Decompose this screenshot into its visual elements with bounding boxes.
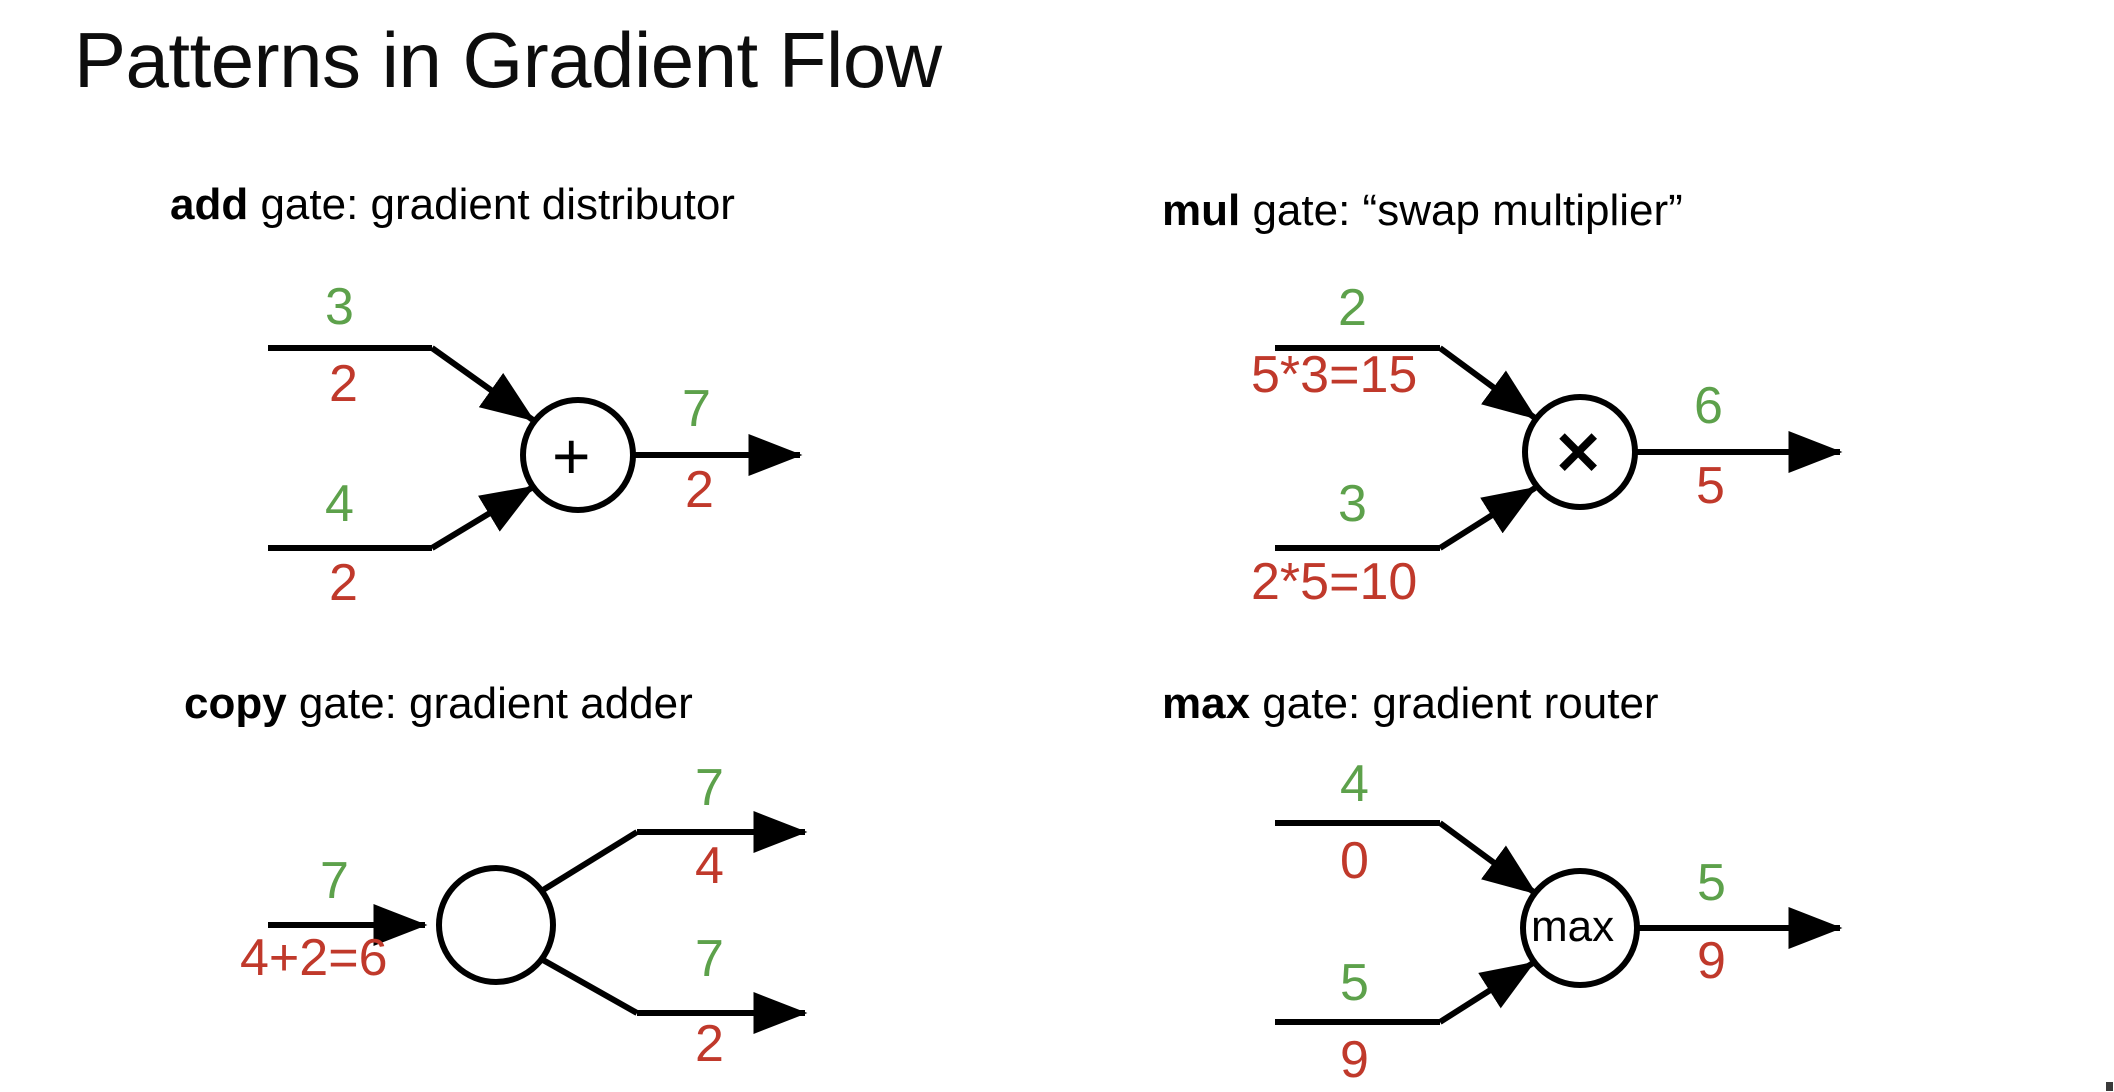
- panel-heading-mul-bold: mul: [1162, 186, 1241, 235]
- max-output-gradient-value: 9: [1697, 932, 1726, 990]
- copy-input-gradient-value: 4+2=6: [240, 929, 388, 987]
- panel-heading-max-rest: gate: gradient router: [1250, 679, 1659, 728]
- panel-heading-max: max gate: gradient router: [1162, 679, 1659, 730]
- max-gate-symbol: max: [1531, 902, 1615, 951]
- add-output-gradient-value: 2: [685, 461, 714, 519]
- add-input1-forward-value: 3: [325, 278, 354, 336]
- copy-output1-gradient-value: 4: [695, 837, 724, 895]
- mul-input2-forward-value: 3: [1338, 475, 1367, 533]
- copy-output1-diagonal: [541, 829, 639, 893]
- page-title: Patterns in Gradient Flow: [74, 16, 942, 104]
- mul-input1-gradient-value: 5*3=15: [1251, 346, 1418, 404]
- mul-output-gradient-value: 5: [1696, 457, 1725, 515]
- panel-heading-add-rest: gate: gradient distributor: [248, 180, 735, 229]
- mul-output-forward-value: 6: [1694, 377, 1723, 435]
- corner-artifact: [2106, 1082, 2113, 1091]
- panel-heading-copy-bold: copy: [184, 679, 287, 728]
- add-input1-arrow: [430, 345, 535, 423]
- copy-output1-forward-value: 7: [695, 759, 724, 817]
- panel-heading-add: add gate: gradient distributor: [170, 180, 735, 231]
- max-input1-arrow: [1438, 820, 1537, 896]
- copy-input-forward-value: 7: [320, 852, 349, 910]
- copy-output2-forward-value: 7: [695, 930, 724, 988]
- max-input2-forward-value: 5: [1340, 954, 1369, 1012]
- copy-output2-gradient-value: 2: [695, 1015, 724, 1073]
- panel-heading-copy: copy gate: gradient adder: [184, 679, 693, 730]
- max-input1-gradient-value: 0: [1340, 832, 1369, 890]
- max-input2-gradient-value: 9: [1340, 1031, 1369, 1089]
- mul-input2-gradient-value: 2*5=10: [1251, 553, 1418, 611]
- panel-heading-mul: mul gate: “swap multiplier”: [1162, 186, 1683, 237]
- panel-heading-copy-rest: gate: gradient adder: [286, 679, 693, 728]
- add-input2-gradient-value: 2: [329, 554, 358, 612]
- add-gate-symbol: +: [552, 419, 591, 493]
- max-input1-forward-value: 4: [1340, 755, 1369, 813]
- mul-gate-symbol: ✕: [1553, 420, 1604, 487]
- add-input2-arrow: [430, 484, 536, 551]
- panel-heading-add-bold: add: [170, 180, 249, 229]
- panel-heading-mul-rest: gate: “swap multiplier”: [1240, 186, 1683, 235]
- copy-output2-diagonal: [541, 957, 639, 1016]
- mul-input1-arrow: [1438, 345, 1537, 421]
- max-output-forward-value: 5: [1697, 854, 1726, 912]
- add-input2-forward-value: 4: [325, 475, 354, 533]
- mul-input2-arrow: [1438, 485, 1538, 551]
- add-output-forward-value: 7: [682, 380, 711, 438]
- mul-input1-forward-value: 2: [1338, 279, 1367, 337]
- max-input2-arrow: [1438, 960, 1536, 1025]
- panel-heading-max-bold: max: [1162, 679, 1251, 728]
- add-input1-gradient-value: 2: [329, 355, 358, 413]
- copy-gate-node: [436, 865, 556, 985]
